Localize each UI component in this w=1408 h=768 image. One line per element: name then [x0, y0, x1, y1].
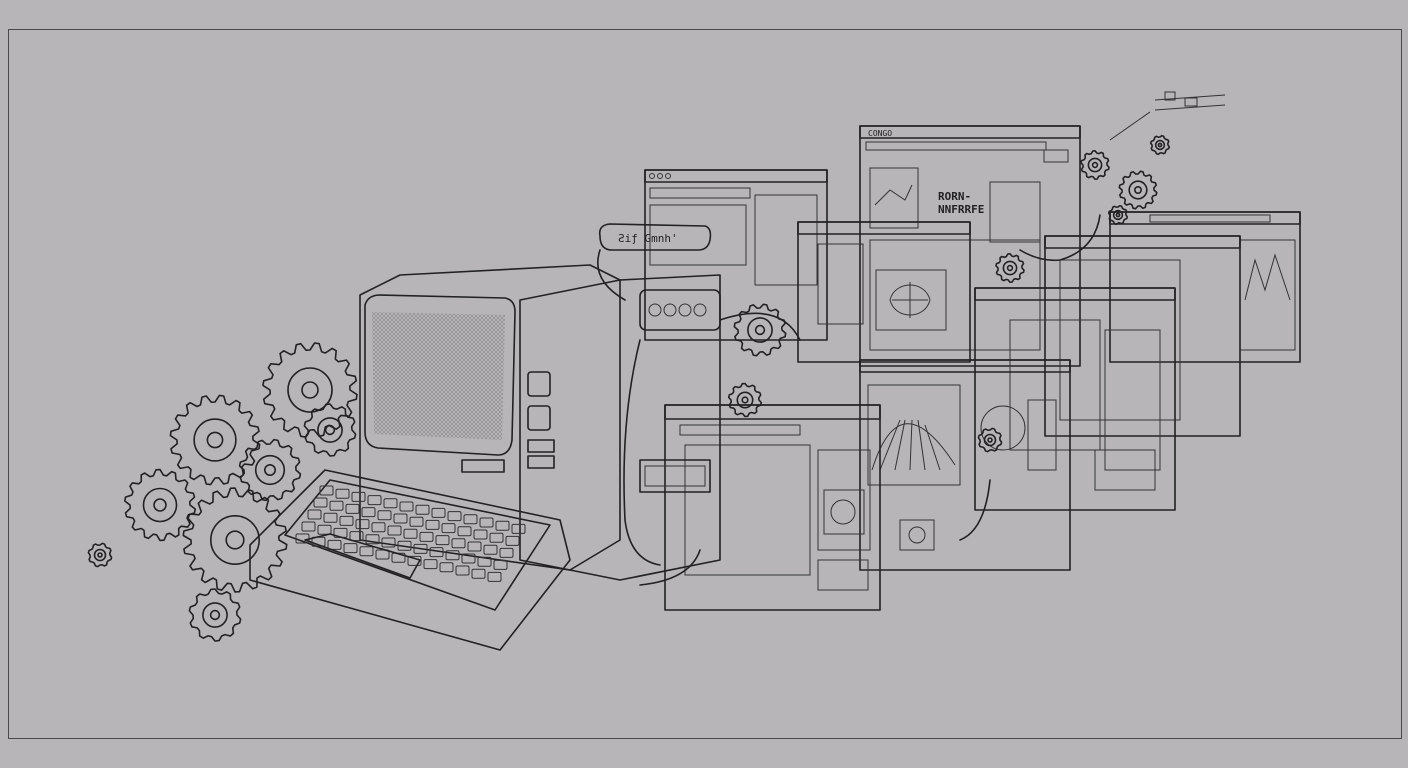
keyboard-key: [375, 549, 390, 560]
browser-window-list: [974, 287, 1176, 511]
browser-window-front: [664, 404, 881, 611]
gear-icon: [995, 253, 1025, 283]
gear-cluster-left: [87, 342, 358, 642]
gear-icon: [303, 403, 357, 457]
browser-window-diagram: [797, 221, 971, 363]
keyboard-key: [355, 519, 370, 530]
keyboard-key: [307, 509, 322, 520]
keyboard-key: [489, 532, 504, 543]
keyboard-key: [407, 555, 422, 566]
keyboard-key: [473, 529, 488, 540]
keyboard-key: [301, 521, 316, 532]
keyboard-key: [327, 539, 342, 550]
gear-icon: [1149, 134, 1171, 156]
keyboard-key: [329, 500, 344, 511]
keyboard-key: [487, 571, 502, 582]
keyboard-key: [457, 526, 472, 537]
browser-window-image: [859, 359, 1071, 571]
gear-icon: [727, 382, 763, 418]
cable-tag-text: Ƨiƒ Gmnh': [618, 232, 678, 245]
window-title: CONGO: [868, 129, 892, 138]
keyboard-key: [483, 544, 498, 555]
machinery-panel: [639, 289, 721, 493]
floating-sketch-top: [1109, 91, 1226, 141]
keyboard-key: [335, 488, 350, 499]
keyboard-key: [319, 485, 334, 496]
keyboard-key: [343, 543, 358, 554]
keyboard-key: [493, 559, 508, 570]
keyboard-key: [463, 514, 478, 525]
gear-icon: [1118, 170, 1158, 210]
keyboard-key: [441, 523, 456, 534]
keyboard-key: [429, 547, 444, 558]
gear-icon: [124, 468, 196, 542]
keyboard-key: [399, 501, 414, 512]
keyboard-key: [439, 562, 454, 573]
keyboard-key: [383, 498, 398, 509]
keyboard-key: [413, 543, 428, 554]
keyboard-key: [393, 513, 408, 524]
keyboard-key: [387, 525, 402, 536]
gear-icon: [87, 542, 113, 568]
keyboard-key: [447, 511, 462, 522]
cable-tag: Ƨiƒ Gmnh': [598, 223, 712, 251]
browser-window-left-top: [644, 169, 828, 341]
keyboard-key: [409, 516, 424, 527]
border-frame: [8, 29, 1402, 739]
keyboard-key: [361, 507, 376, 518]
keyboard-key: [499, 547, 514, 558]
browser-window-far-right: [1109, 211, 1301, 363]
keyboard-key: [339, 515, 354, 526]
gear-icon: [182, 487, 288, 593]
gear-icon: [169, 394, 261, 486]
retro-computer: [249, 264, 721, 651]
keyboard-key: [511, 523, 526, 534]
keyboard-key: [505, 535, 520, 546]
spacebar: [304, 533, 421, 579]
keyboard-key: [365, 534, 380, 545]
keyboard-key: [479, 517, 494, 528]
keyboard-key: [313, 497, 328, 508]
keyboard-key: [397, 540, 412, 551]
keyboard-key: [415, 504, 430, 515]
keyboard-key: [435, 535, 450, 546]
browser-window-back-top: CONGO RORN-NNFRRFE: [859, 125, 1081, 367]
gear-icon: [262, 342, 358, 438]
keyboard-key: [349, 531, 364, 542]
keyboard-key: [377, 510, 392, 521]
keyboard-key: [345, 503, 360, 514]
keyboard-key: [445, 550, 460, 561]
keyboard-key: [351, 491, 366, 502]
keyboard-key: [467, 541, 482, 552]
keyboard-key: [455, 565, 470, 576]
gear-cluster-right: [727, 134, 1171, 453]
gear-icon: [238, 438, 302, 502]
keyboard-key: [367, 495, 382, 506]
keyboard-key: [451, 538, 466, 549]
keyboard-key: [317, 524, 332, 535]
keyboard-key: [419, 531, 434, 542]
gear-icon: [977, 427, 1003, 453]
keyboard-key: [359, 546, 374, 557]
keyboard-key: [403, 528, 418, 539]
keyboard-key: [381, 537, 396, 548]
browser-window-mid-back: [1044, 235, 1241, 437]
keyboard-key: [495, 520, 510, 531]
keyboard-key: [425, 519, 440, 530]
gear-icon: [733, 303, 787, 357]
keyboard-key: [477, 556, 492, 567]
keyboard-key: [423, 559, 438, 570]
gear-icon: [188, 588, 242, 642]
keyboard-key: [461, 553, 476, 564]
keyboard-key: [371, 522, 386, 533]
gear-icon: [1107, 204, 1129, 226]
keyboard-key: [471, 568, 486, 579]
keyboard-key: [323, 512, 338, 523]
window-header-text: RORN-NNFRRFE: [938, 190, 984, 216]
gear-icon: [1080, 150, 1110, 180]
keyboard-key: [431, 507, 446, 518]
cables: [596, 214, 1101, 586]
